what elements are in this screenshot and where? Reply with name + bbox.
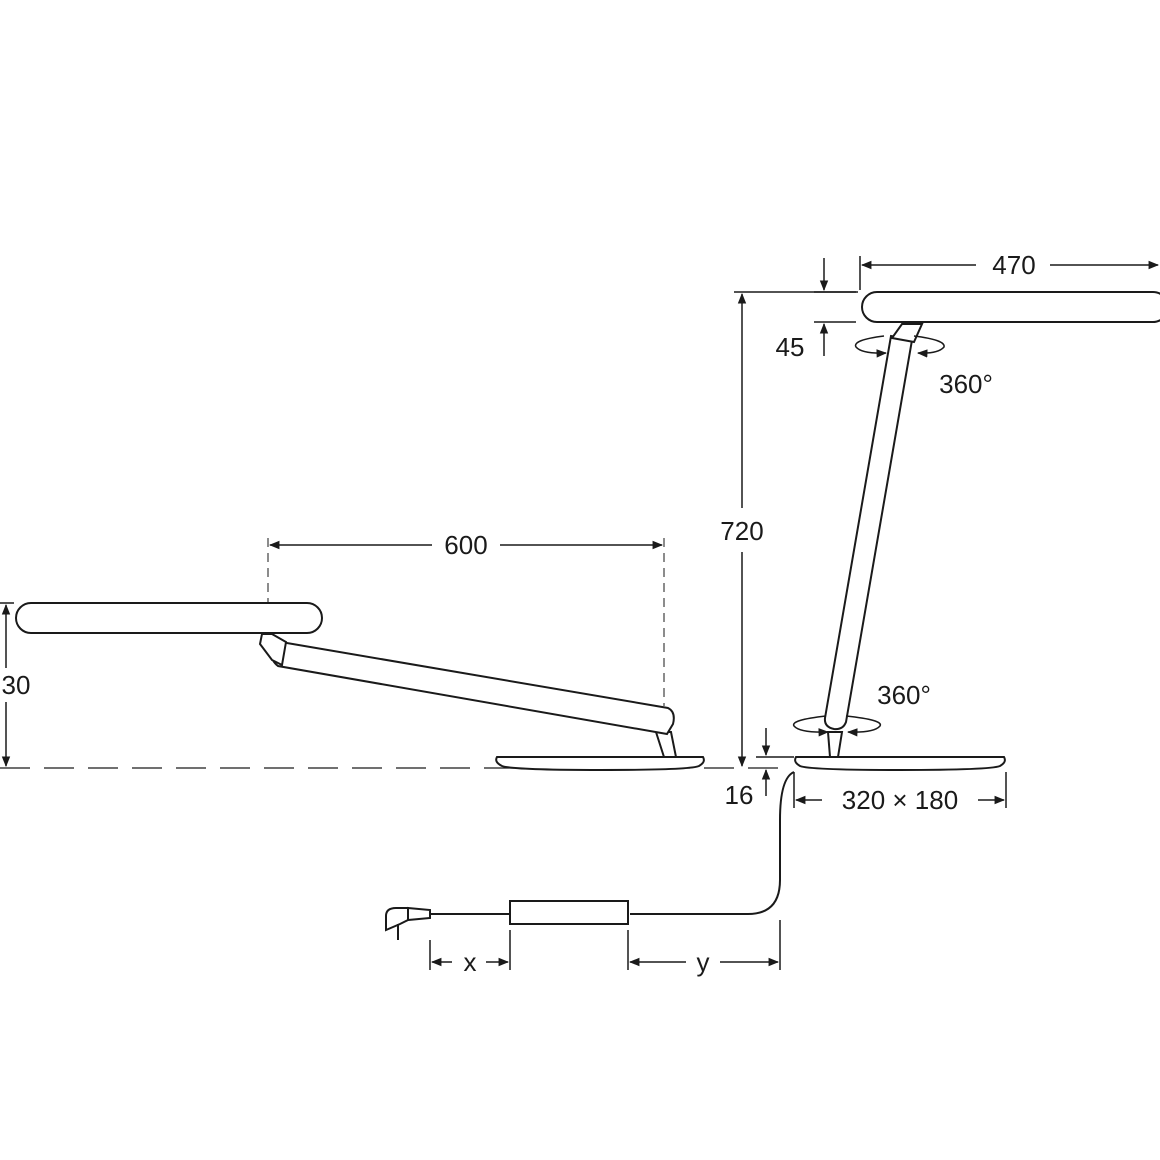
arm-left [270,640,675,736]
rotation-arrow-icon [792,715,882,737]
rotation-top-label: 360° [939,369,993,399]
lamp-base-right [794,756,1006,772]
dim-head-height: 45 [776,258,856,362]
dim-cable-y-label: y [697,947,710,977]
base-joint-left [654,731,678,758]
dim-head-length-label: 470 [992,250,1035,280]
dim-cable-x: x [429,930,511,977]
dim-upright-height: 720 [720,291,858,768]
dim-upright-height-label: 720 [720,516,763,546]
plug-icon [385,906,431,940]
dim-cable-y: y [627,920,781,977]
lamp-head-right [861,291,1160,323]
dim-base-footprint: 320 × 180 [793,772,1007,815]
dim-lowered-height-label: 30 [2,670,31,700]
head-joint-left [258,633,288,667]
dim-reach-label: 600 [444,530,487,560]
dim-base-height: 16 [725,728,794,810]
dim-base-height-label: 16 [725,780,754,810]
power-cable [430,771,795,925]
base-joint-right [826,731,844,758]
rotation-bottom-label: 360° [877,680,931,710]
dim-reach: 600 [267,530,665,706]
lamp-upright [794,291,1160,772]
dim-lowered-height: 30 [0,602,31,768]
arm-upright [823,334,914,731]
lamp-base-left [495,756,705,772]
lamp-extended [15,602,705,772]
dim-head-length: 470 [859,250,1160,290]
dim-head-height-label: 45 [776,332,805,362]
rotation-arrow-icon [854,335,945,358]
dim-base-footprint-label: 320 × 180 [842,785,958,815]
head-joint-right [890,323,924,344]
power-supply-box [509,900,629,925]
dim-cable-x-label: x [464,947,477,977]
lamp-head-left [15,602,323,634]
